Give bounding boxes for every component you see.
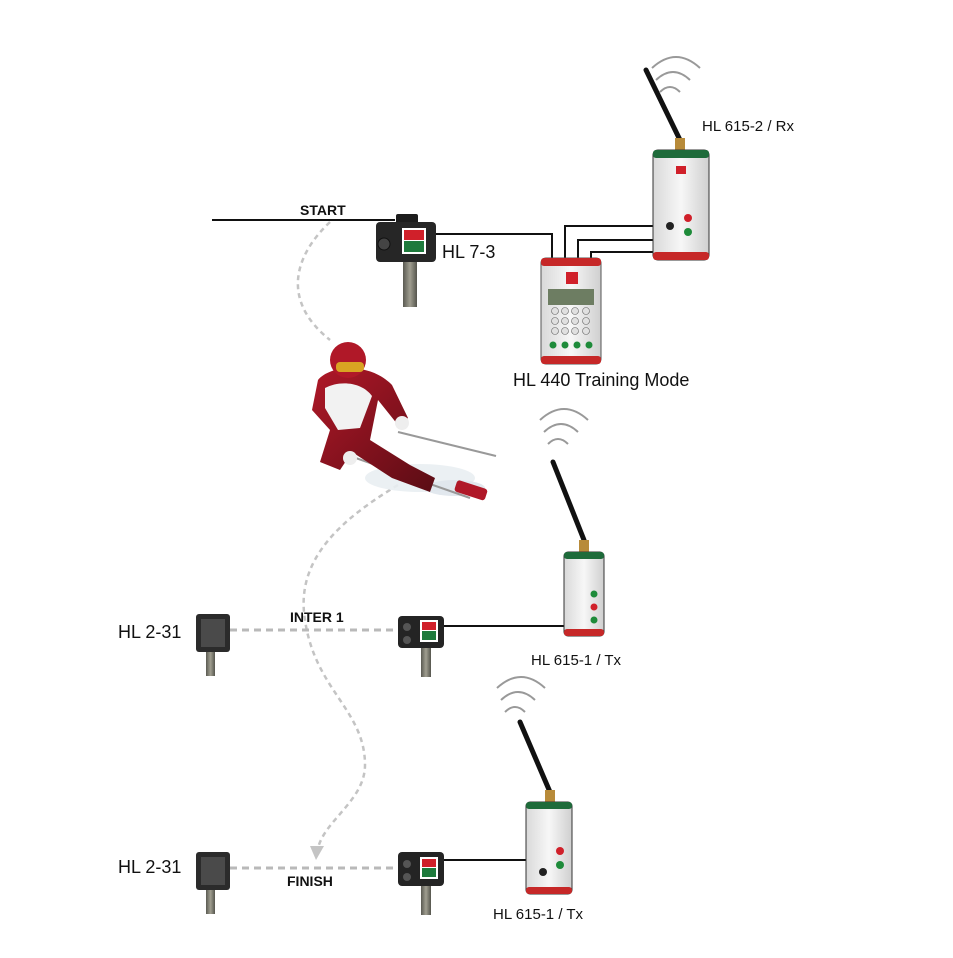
label-hl6152-rx: HL 615-2 / Rx	[702, 118, 794, 135]
label-hl73: HL 7-3	[442, 242, 496, 262]
label-start: START	[300, 202, 346, 218]
hl6152-rx-device	[643, 56, 710, 261]
skier-path-upper	[296, 221, 331, 341]
label-inter1: INTER 1	[290, 609, 344, 625]
hl6151-tx-finish-device	[496, 676, 573, 895]
label-hl231-inter: HL 2-31	[118, 622, 182, 642]
photocell-finish	[398, 852, 444, 915]
label-hl231-finish: HL 2-31	[118, 857, 182, 877]
hl6151-tx-inter-device	[539, 408, 605, 637]
skier-path-lower	[302, 483, 399, 849]
label-hl6151-tx-inter: HL 615-1 / Tx	[531, 652, 622, 669]
label-hl440: HL 440 Training Mode	[513, 370, 690, 390]
photocell-inter1	[398, 616, 444, 677]
skier-illustration	[312, 342, 497, 501]
label-finish: FINISH	[287, 873, 333, 889]
reflector-finish	[196, 852, 230, 914]
path-arrowhead	[310, 846, 324, 860]
reflector-inter1	[196, 614, 230, 676]
hl440-console	[540, 257, 602, 365]
start-gate-device	[376, 214, 436, 307]
label-hl6151-tx-finish: HL 615-1 / Tx	[493, 906, 584, 923]
cables	[436, 225, 655, 861]
